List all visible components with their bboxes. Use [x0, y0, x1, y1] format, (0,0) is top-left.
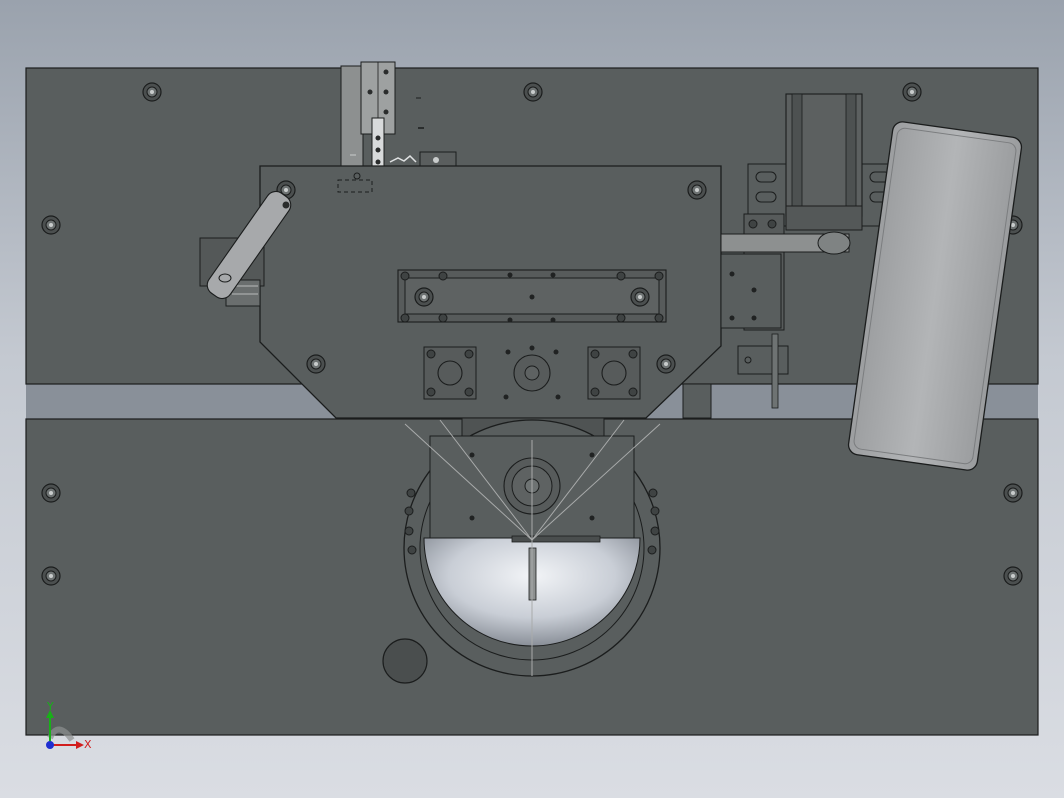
- z-axis-icon: [46, 741, 54, 749]
- bolt-icon: [523, 82, 543, 102]
- bolt-icon: [687, 180, 707, 200]
- bolt-icon: [306, 354, 326, 374]
- bolt-icon: [656, 354, 676, 374]
- bolt-icon: [902, 82, 922, 102]
- cylinder-assembly[interactable]: [340, 61, 457, 169]
- y-axis-label: Y: [46, 700, 54, 713]
- bolt-icon: [41, 566, 61, 586]
- bearing-block-left: [423, 346, 477, 400]
- stepper-motor-assembly[interactable]: [682, 93, 891, 419]
- rotary-bowl[interactable]: [403, 419, 661, 677]
- left-lever-arm[interactable]: [199, 188, 295, 307]
- bolt-icon: [41, 215, 61, 235]
- x-axis-label: X: [84, 738, 92, 751]
- linear-rail-bracket[interactable]: [397, 269, 667, 323]
- bearing-block-right: [587, 346, 641, 400]
- bolt-icon: [142, 82, 162, 102]
- feed-hopper[interactable]: [847, 121, 1023, 472]
- large-hole: [382, 638, 428, 684]
- bolt-icon: [41, 483, 61, 503]
- coordinate-triad[interactable]: Y X: [46, 700, 92, 751]
- center-bearing: [503, 345, 561, 400]
- bolt-icon: [1003, 483, 1023, 503]
- bolt-icon: [1003, 566, 1023, 586]
